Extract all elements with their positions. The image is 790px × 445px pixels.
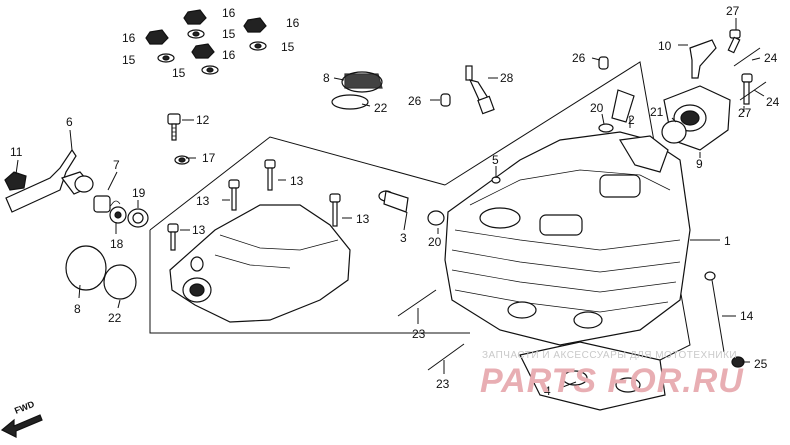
bolt-13-c	[329, 193, 341, 227]
callout-13-d: 13	[192, 223, 206, 237]
fwd-indicator: FWD	[0, 399, 43, 438]
fwd-arrow-icon	[0, 414, 43, 438]
callout-21: 21	[650, 105, 664, 119]
cap-11	[4, 171, 27, 191]
callout-24-a: 24	[764, 51, 778, 65]
o-ring-20-upper	[598, 123, 614, 133]
washer-15-d	[201, 65, 219, 75]
rocker-cover	[169, 204, 351, 323]
pin-23-a	[397, 289, 437, 317]
callout-13-b: 13	[290, 174, 304, 188]
callout-16-b: 16	[122, 31, 136, 45]
dowel-26-a	[440, 93, 451, 107]
callout-24-b: 24	[766, 95, 780, 109]
o-ring-20-lower	[427, 210, 445, 226]
nut-16-d	[191, 43, 215, 59]
stud-14	[704, 271, 725, 353]
o-ring-22-lower	[103, 264, 137, 300]
bolt-13-a	[228, 179, 240, 211]
stud-24-b	[739, 81, 767, 101]
bolt-12	[167, 113, 181, 141]
pipe-2	[611, 89, 635, 123]
watermark-logo: PARTS FOR.RU	[480, 362, 744, 400]
callout-28: 28	[500, 71, 514, 85]
callout-4: 4	[544, 384, 551, 398]
callout-22-lower: 22	[108, 311, 122, 325]
callout-25: 25	[754, 357, 768, 371]
callout-26-a: 26	[408, 94, 422, 108]
washer-17	[174, 155, 190, 165]
callout-8-upper: 8	[323, 71, 330, 85]
cap-8-lower	[65, 245, 107, 291]
watermark-text: ЗАПЧАСТИ И АКСЕССУАРЫ ДЛЯ МОТОТЕХНИКИ	[482, 350, 737, 361]
spark-plug-28	[465, 65, 495, 115]
watermark: ЗАПЧАСТИ И АКСЕССУАРЫ ДЛЯ МОТОТЕХНИКИ PA…	[480, 350, 744, 400]
callout-13-a: 13	[196, 194, 210, 208]
washer-15-b	[157, 53, 175, 63]
callout-5: 5	[492, 153, 499, 167]
callout-15-d: 15	[172, 66, 186, 80]
callout-14: 14	[740, 309, 754, 323]
callout-10: 10	[658, 39, 672, 53]
callout-1: 1	[724, 234, 731, 248]
callout-2: 2	[628, 113, 635, 127]
washer-18	[109, 206, 127, 224]
callout-27-b: 27	[738, 106, 752, 120]
callout-16-c: 16	[286, 16, 300, 30]
callout-13-c: 13	[356, 212, 370, 226]
callout-26-b: 26	[572, 51, 586, 65]
callout-labels: 1 2 3 4 5 6 7 8 8 9 10 11 12 13 13 13 13…	[10, 4, 780, 398]
nut-16-b	[145, 29, 169, 45]
bolt-13-d	[167, 223, 179, 251]
cylinder-head	[444, 131, 691, 346]
callout-27-a: 27	[726, 4, 740, 18]
leader-lines	[15, 18, 765, 389]
callout-19: 19	[132, 186, 146, 200]
head-gasket	[519, 341, 666, 411]
stud-24-a	[733, 47, 761, 67]
bolt-13-b	[264, 159, 276, 191]
callout-9: 9	[696, 157, 703, 171]
nut-16-a	[183, 9, 207, 25]
callout-23-a: 23	[412, 327, 426, 341]
pin-23-b	[427, 343, 465, 371]
guide-3	[378, 190, 409, 213]
callout-15-c: 15	[281, 40, 295, 54]
o-ring-22-upper	[331, 94, 369, 110]
callout-11: 11	[10, 145, 23, 159]
screw-27-a	[727, 29, 741, 54]
callout-20-lower: 20	[428, 235, 442, 249]
callout-22-upper: 22	[374, 101, 388, 115]
callout-16-d: 16	[222, 48, 236, 62]
callout-16-a: 16	[222, 6, 236, 20]
tube-10	[689, 39, 717, 79]
dowel-26-b	[598, 56, 609, 70]
washer-15-c	[249, 41, 267, 51]
callout-20-upper: 20	[590, 101, 604, 115]
fwd-label: FWD	[13, 399, 36, 416]
callout-6: 6	[66, 115, 73, 129]
callout-12: 12	[196, 113, 210, 127]
callout-15-a: 15	[122, 53, 136, 67]
callout-15-b: 15	[222, 27, 236, 41]
callout-23-b: 23	[436, 377, 450, 391]
nut-16-c	[243, 17, 267, 33]
callout-7: 7	[113, 158, 120, 172]
callout-18: 18	[110, 237, 124, 251]
spring-7	[93, 195, 121, 213]
callout-3: 3	[400, 231, 407, 245]
o-ring-21	[661, 120, 687, 144]
callout-17: 17	[202, 151, 216, 165]
washer-15-a	[187, 29, 205, 39]
screw-27-b	[741, 73, 753, 105]
cap-8-upper	[341, 71, 383, 93]
rocker-arm-6	[5, 148, 94, 213]
seal-19	[127, 208, 149, 228]
callout-8-lower: 8	[74, 302, 81, 316]
